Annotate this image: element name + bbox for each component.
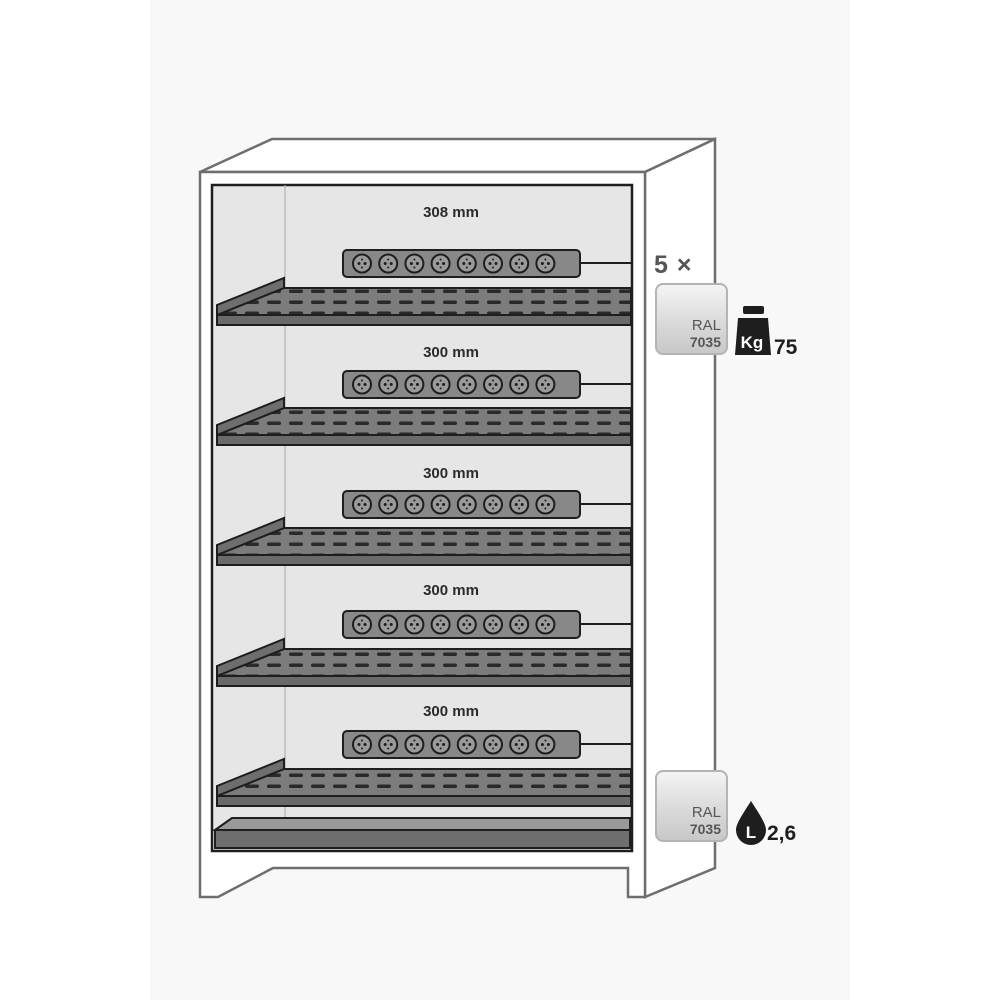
perforated-shelf (216, 516, 632, 566)
sump-volume-value: 2,6 (767, 822, 797, 845)
perforated-shelf (216, 396, 632, 446)
shelf-2 (216, 370, 632, 446)
liquid-drop-icon: L (736, 801, 766, 845)
power-socket (456, 494, 477, 515)
power-socket (483, 374, 503, 395)
power-socket (352, 734, 372, 755)
power-socket (378, 494, 399, 515)
bottom-sump (211, 817, 631, 849)
power-socket (535, 494, 556, 515)
power-socket (378, 253, 399, 274)
shelf-spacing-label-4: 300 mm (423, 582, 479, 599)
ral-name: RAL (691, 804, 721, 821)
shelf-3 (216, 490, 632, 566)
load-capacity-value: 75 (774, 336, 798, 359)
perforated-shelf (216, 276, 632, 326)
socket-strip (342, 370, 631, 399)
power-socket (456, 253, 477, 274)
weight-icon: Kg (735, 306, 771, 355)
cabinet-top (199, 137, 716, 174)
perforated-shelf (216, 637, 632, 687)
shelf-quantity: 5 × (654, 251, 693, 279)
power-socket (509, 734, 530, 755)
power-socket (430, 253, 451, 274)
shelf-1 (216, 249, 632, 326)
shelves (216, 249, 632, 807)
power-socket (430, 734, 451, 755)
ral-swatch-body: RAL 7035 (655, 283, 728, 355)
power-socket (404, 253, 425, 274)
ral-code: 7035 (689, 821, 721, 837)
power-socket (352, 494, 372, 515)
svg-text:Kg: Kg (741, 333, 764, 352)
socket-strip (342, 730, 631, 759)
power-socket (378, 734, 399, 755)
svg-text:L: L (746, 823, 756, 842)
power-socket (456, 734, 477, 755)
socket-strip (342, 249, 631, 278)
power-socket (378, 614, 399, 635)
power-socket (509, 253, 530, 274)
shelf-5 (216, 730, 632, 807)
socket-strip (342, 610, 631, 639)
ral-name: RAL (691, 317, 721, 334)
shelf-4 (216, 610, 632, 687)
ral-code: 7035 (689, 334, 721, 350)
power-socket (404, 374, 425, 395)
power-socket (509, 374, 530, 395)
shelf-spacing-label-5: 300 mm (423, 703, 479, 720)
power-socket (352, 614, 372, 635)
power-socket (483, 253, 503, 274)
power-socket (483, 734, 503, 755)
power-socket (535, 614, 556, 635)
power-socket (430, 614, 451, 635)
power-socket (404, 494, 425, 515)
power-socket (535, 253, 556, 274)
power-socket (430, 494, 451, 515)
power-socket (378, 374, 399, 395)
power-socket (483, 494, 503, 515)
perforated-shelf (216, 757, 632, 807)
ral-swatch-sump: RAL 7035 (655, 770, 728, 842)
power-socket (509, 494, 530, 515)
shelf-spacing-label-1: 308 mm (423, 204, 479, 221)
power-socket (352, 253, 372, 274)
power-socket (430, 374, 451, 395)
power-socket (404, 614, 425, 635)
power-socket (456, 374, 477, 395)
power-socket (456, 614, 477, 635)
power-socket (352, 374, 372, 395)
power-socket (404, 734, 425, 755)
power-socket (483, 614, 503, 635)
shelf-spacing-label-2: 300 mm (423, 344, 479, 361)
power-socket (535, 734, 556, 755)
power-socket (535, 374, 556, 395)
power-socket (509, 614, 530, 635)
shelf-spacing-label-3: 300 mm (423, 465, 479, 482)
socket-strip (342, 490, 631, 519)
